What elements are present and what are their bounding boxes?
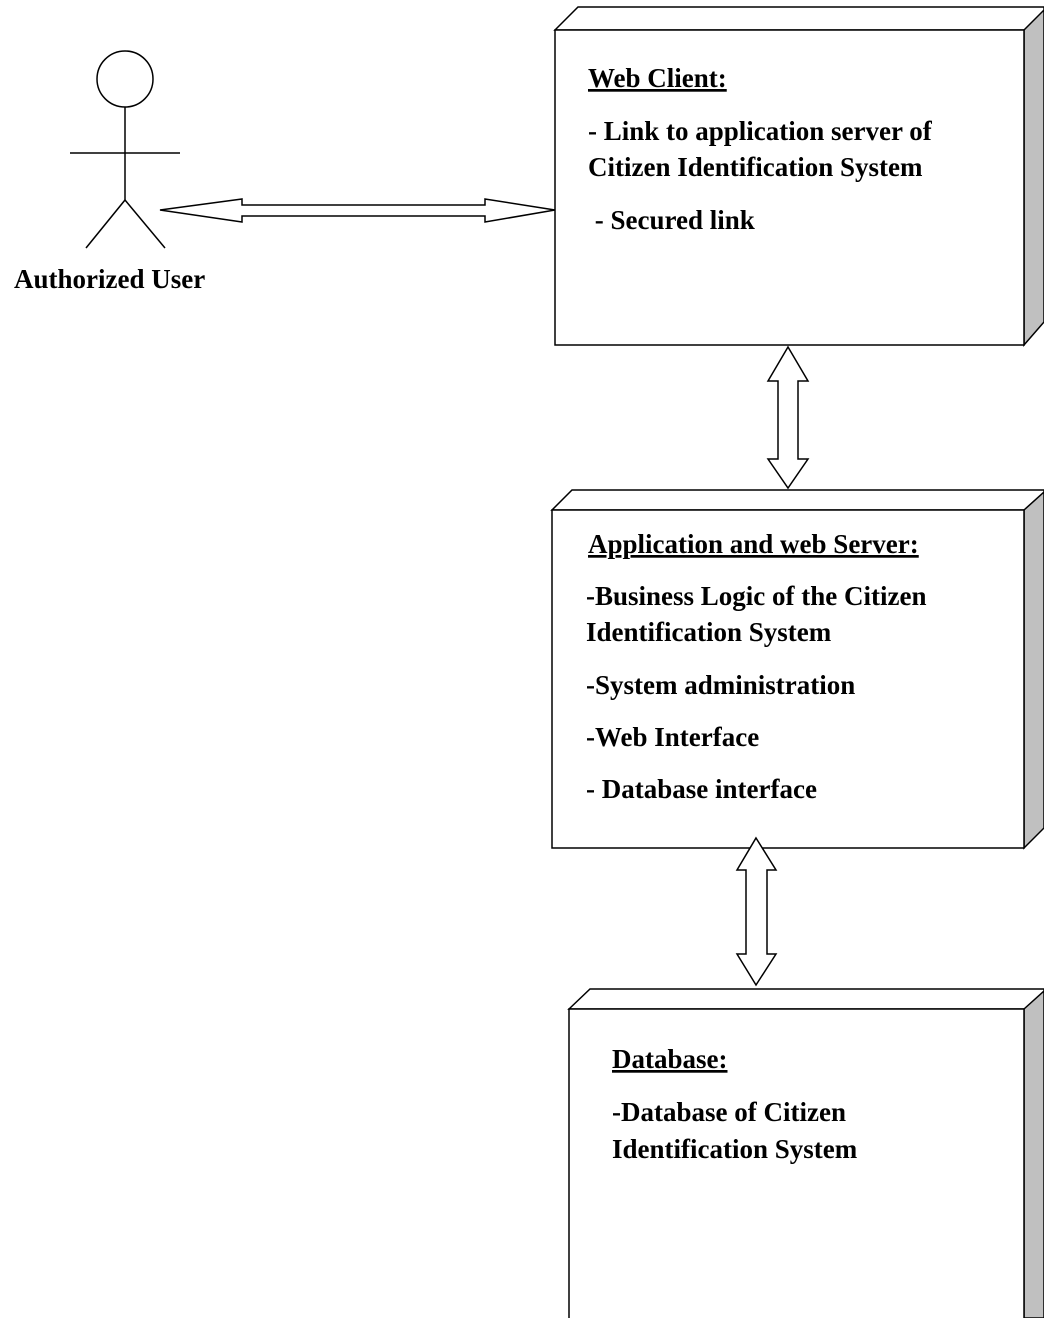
web-client-line-1: - Link to application server of	[588, 116, 933, 146]
node-web-client-top-face	[553, 6, 1044, 31]
node-database-side-face	[1023, 989, 1044, 1318]
app-server-title: Application and web Server:	[588, 529, 919, 559]
actor-head	[96, 50, 154, 108]
node-database-top-face	[567, 988, 1044, 1010]
app-server-line-1: -Business Logic of the Citizen	[586, 581, 927, 611]
database-line-1: -Database of Citizen	[612, 1097, 846, 1127]
node-web-client-side-face	[1023, 8, 1044, 348]
node-web-client	[553, 6, 1044, 348]
node-app-server-side-face	[1023, 490, 1044, 850]
node-app-server-top-face	[550, 489, 1044, 511]
database-title: Database:	[612, 1044, 728, 1074]
app-server-line-4: -Web Interface	[586, 722, 759, 752]
app-server-line-2: Identification System	[586, 617, 832, 647]
web-client-title: Web Client:	[588, 63, 727, 93]
connector-actor-web-client	[159, 198, 556, 223]
actor-label: Authorized User	[14, 264, 205, 294]
node-database	[567, 988, 1044, 1318]
app-server-line-5: - Database interface	[586, 774, 817, 804]
actor-right-leg	[124, 199, 166, 249]
web-client-line-2: Citizen Identification System	[588, 152, 923, 182]
node-app-server-front-face	[551, 509, 1025, 849]
actor-left-leg	[85, 199, 126, 249]
database-line-2: Identification System	[612, 1134, 858, 1164]
node-web-client-front-face	[554, 29, 1025, 346]
actor-authorized-user	[70, 50, 180, 249]
app-server-line-3: -System administration	[586, 670, 855, 700]
web-client-line-3: - Secured link	[588, 205, 755, 235]
node-app-server	[550, 489, 1044, 850]
node-database-front-face	[568, 1008, 1025, 1318]
connector-app-server-database	[735, 836, 778, 987]
connector-web-client-app-server	[766, 345, 810, 490]
